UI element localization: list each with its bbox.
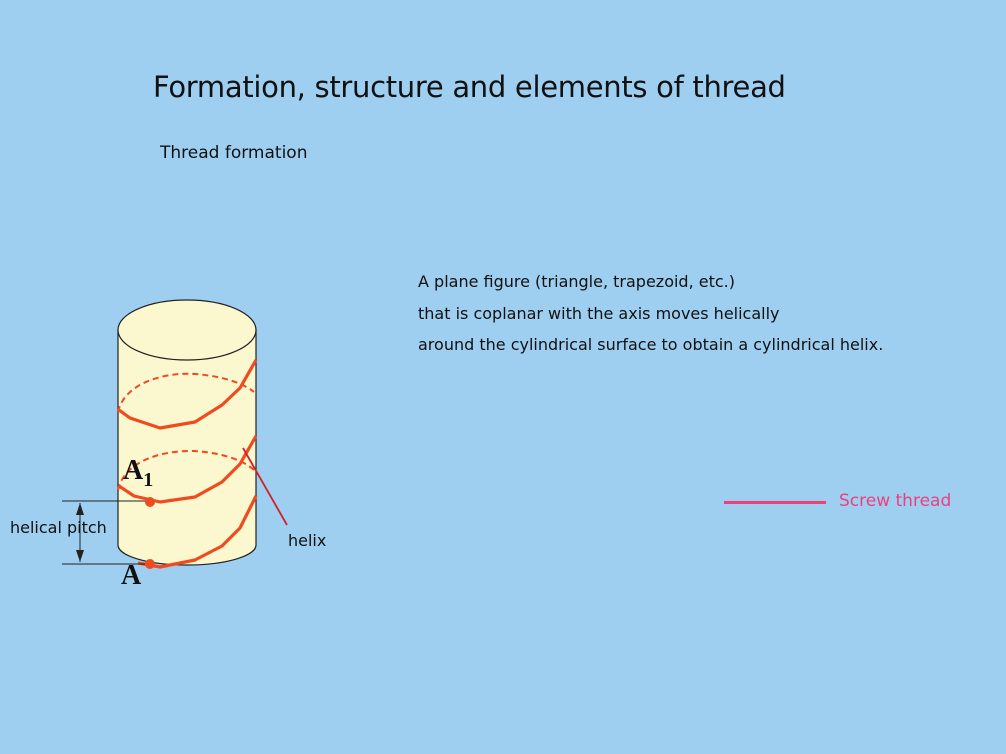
pitch-label: helical pitch (10, 518, 107, 537)
point-a-label: A (121, 560, 142, 591)
helix-front-middle (118, 435, 258, 504)
description-line-2: that is coplanar with the axis moves hel… (418, 303, 780, 323)
pitch-arrow-up (76, 503, 84, 515)
point-a1-letter: A (123, 455, 144, 486)
point-a1-label: A1 (123, 455, 153, 491)
helix-label: helix (288, 531, 327, 550)
helix-back-lower (117, 449, 255, 491)
cylinder-body (117, 329, 257, 566)
screw-thread-legend-label: Screw thread (839, 491, 952, 511)
point-a1 (145, 497, 155, 507)
helix-front-bottom (137, 495, 258, 569)
description-block: A plane figure (triangle, trapezoid, etc… (418, 266, 883, 361)
helix-leader-line (242, 447, 288, 526)
point-a (145, 559, 155, 569)
pitch-arrow-down (76, 550, 84, 562)
helix-back-upper (117, 372, 255, 413)
slide-title: Formation, structure and elements of thr… (153, 70, 786, 104)
section-subtitle: Thread formation (160, 143, 308, 163)
helix-front-top (118, 359, 258, 430)
point-a1-subscript: 1 (143, 469, 154, 491)
screw-thread-legend-line (724, 501, 826, 504)
cylinder-top (117, 299, 257, 361)
description-line-1: A plane figure (triangle, trapezoid, etc… (418, 272, 735, 291)
description-line-3: around the cylindrical surface to obtain… (418, 335, 884, 354)
